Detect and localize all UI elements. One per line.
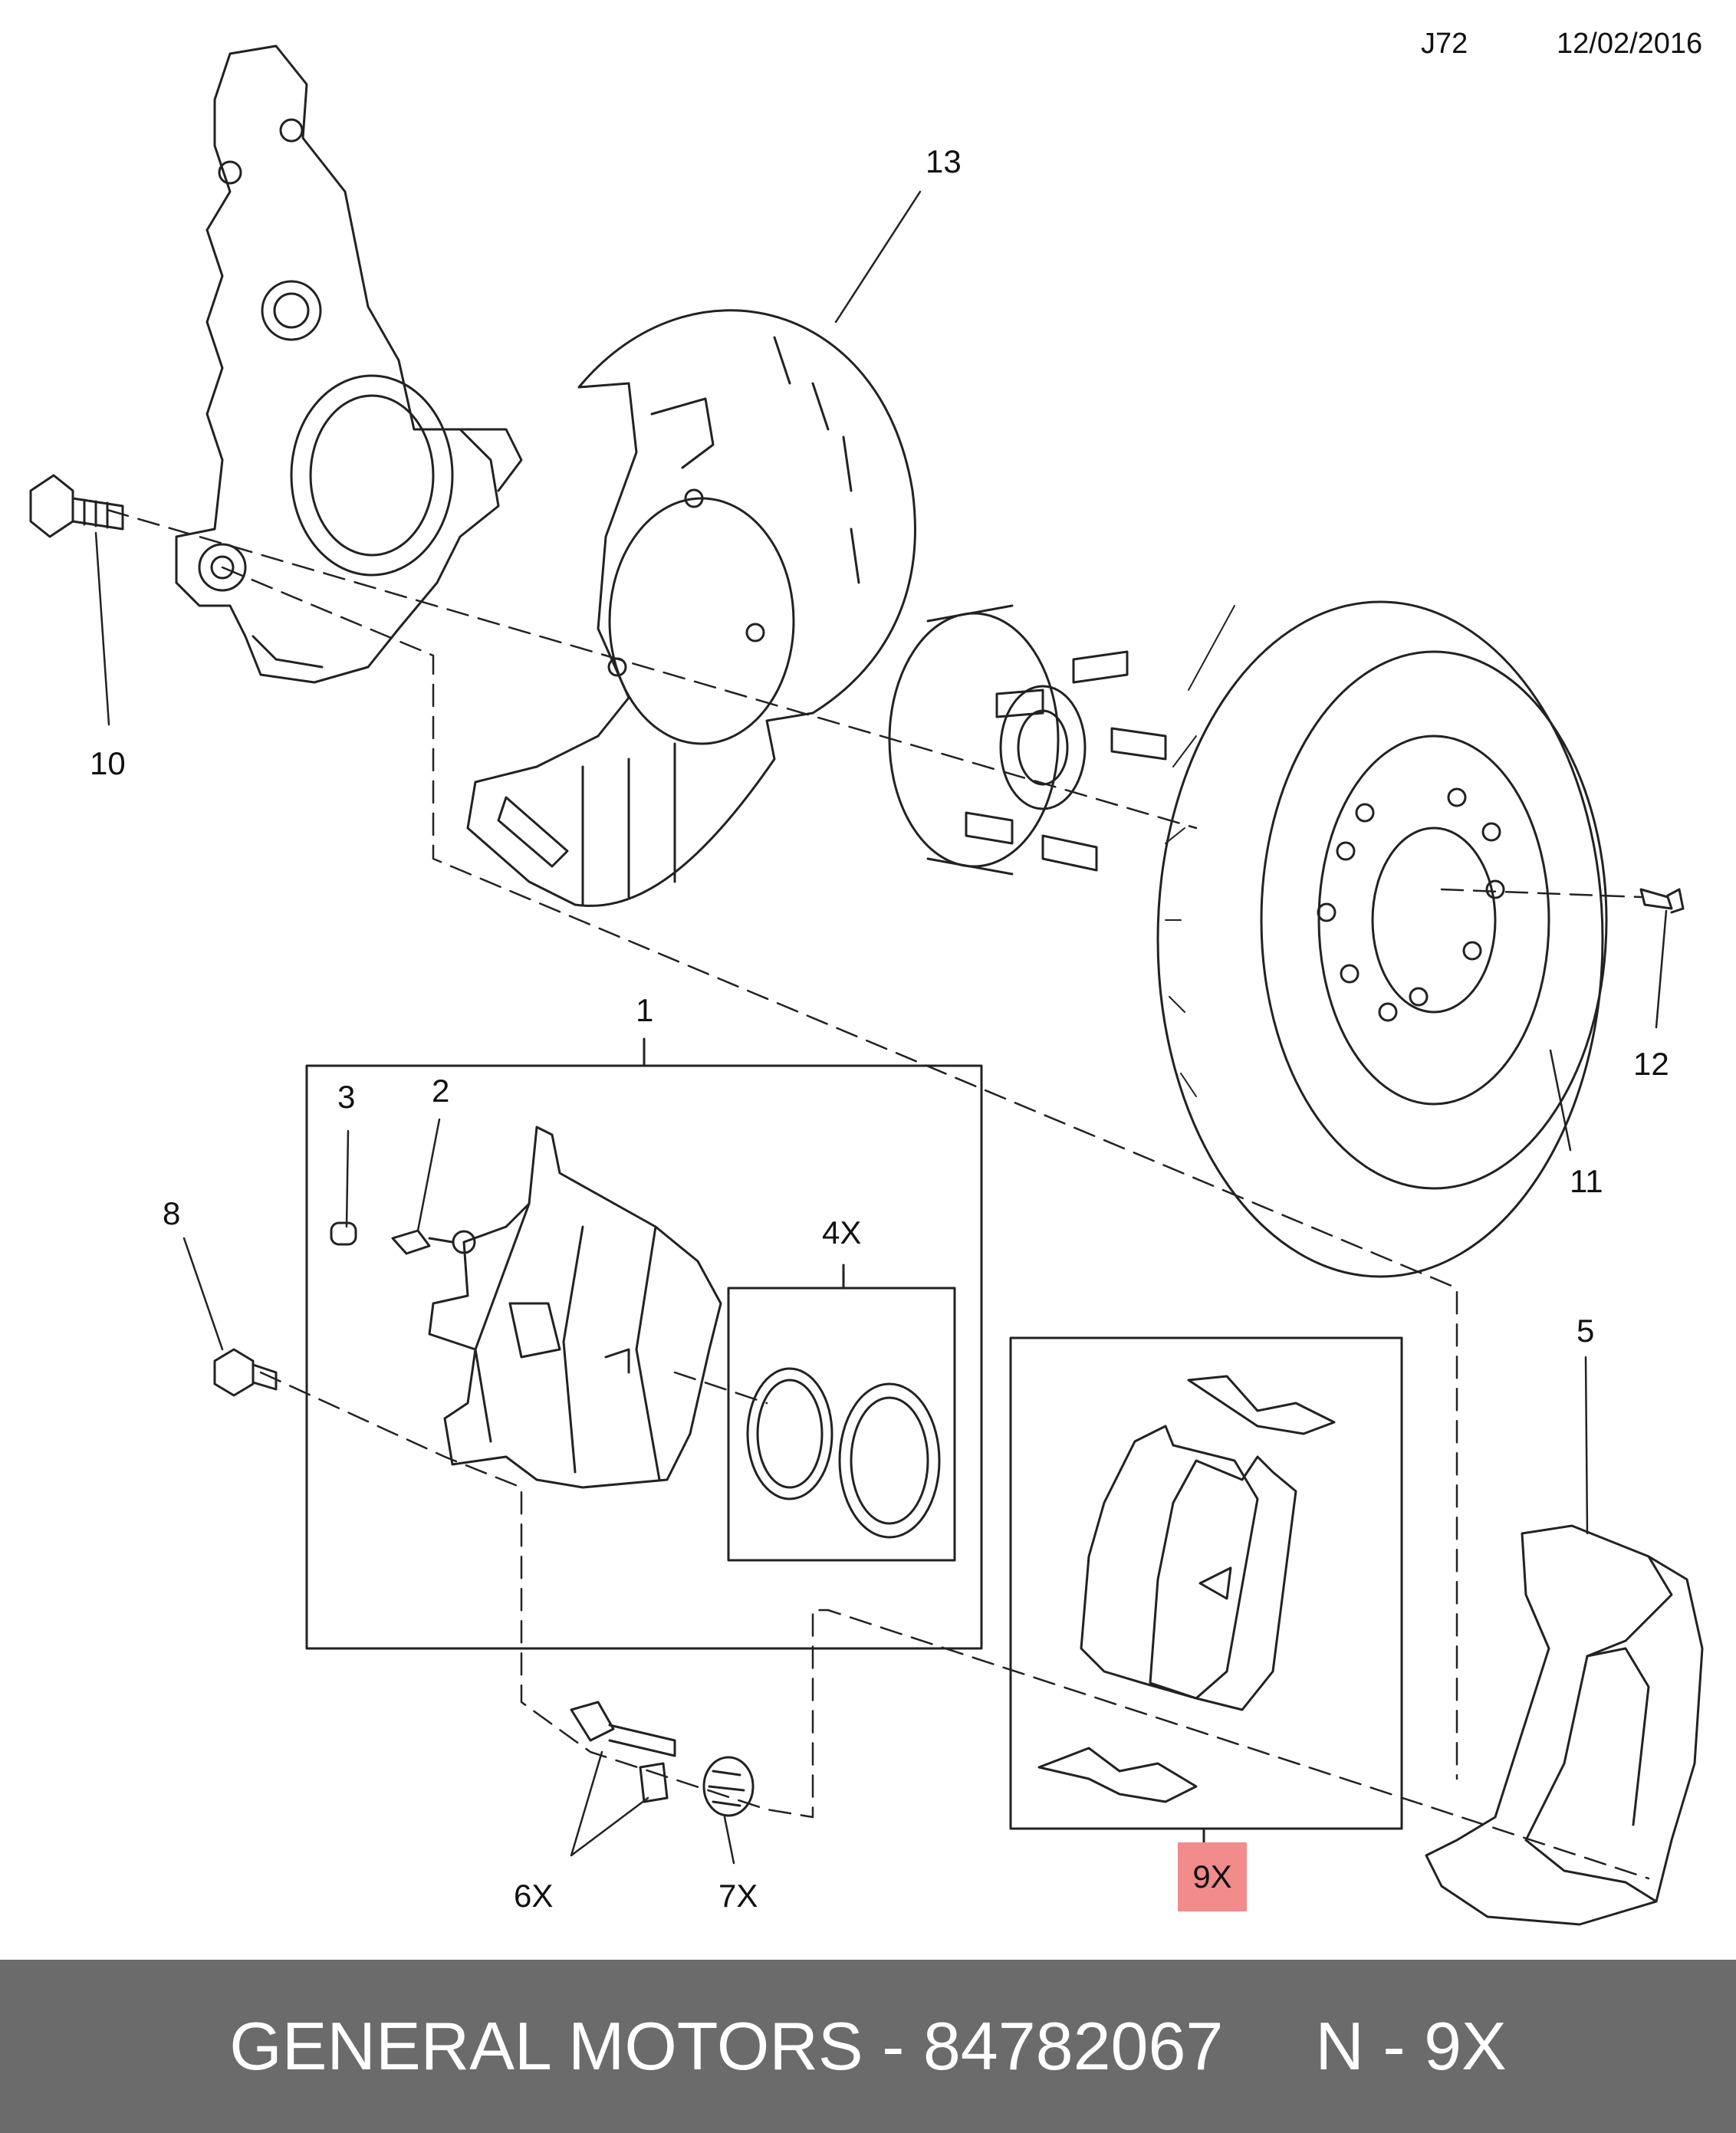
callout-2: 2 — [432, 1073, 450, 1109]
seal-kit-frame — [727, 1287, 956, 1562]
callout-6x: 6X — [514, 1878, 554, 1914]
callout-8: 8 — [163, 1195, 181, 1231]
bolt-icon — [213, 1348, 278, 1397]
pin-boot-icon — [702, 1756, 755, 1817]
dust-shield-icon — [466, 309, 916, 907]
steering-knuckle-icon — [175, 44, 523, 684]
callout-11: 11 — [1570, 1163, 1603, 1199]
exploded-brake-diagram — [29, 44, 1704, 1926]
callout-7x: 7X — [718, 1878, 758, 1914]
callout-1: 1 — [636, 992, 654, 1028]
guide-pin-icon — [570, 1701, 676, 1803]
bolt-icon — [29, 474, 124, 538]
wheel-hub-icon — [888, 604, 1167, 876]
quantity-text: N - 9X — [1315, 2008, 1507, 2084]
brake-pad-icon — [1080, 1425, 1297, 1711]
screw-icon — [1639, 888, 1685, 914]
cap-icon — [330, 1221, 357, 1246]
callout-12: 12 — [1633, 1046, 1669, 1082]
diagram-date: 12/02/2016 — [1557, 28, 1703, 60]
pad-clip-icon — [1037, 1375, 1336, 1803]
seal-ring-icon — [746, 1367, 941, 1539]
callout-4x: 4X — [822, 1214, 862, 1251]
caliper-bracket-icon — [1425, 1524, 1704, 1926]
part-number-text: GENERAL MOTORS - 84782067 — [229, 2008, 1224, 2084]
callout-3: 3 — [337, 1079, 356, 1115]
brake-rotor-icon — [1156, 600, 1608, 1278]
part-info-bar: GENERAL MOTORS - 84782067 N - 9X — [0, 1960, 1736, 2133]
callout-9x: 9X — [1192, 1859, 1232, 1895]
callout-5: 5 — [1577, 1313, 1595, 1349]
diagram-code: J72 — [1421, 28, 1468, 60]
callout-10: 10 — [90, 745, 126, 781]
brake-caliper-icon — [428, 1126, 722, 1489]
callout-13: 13 — [926, 143, 962, 179]
pad-kit-frame — [1009, 1336, 1403, 1830]
bleeder-icon — [391, 1229, 454, 1255]
callout-9x-highlight: 9X — [1178, 1842, 1247, 1911]
